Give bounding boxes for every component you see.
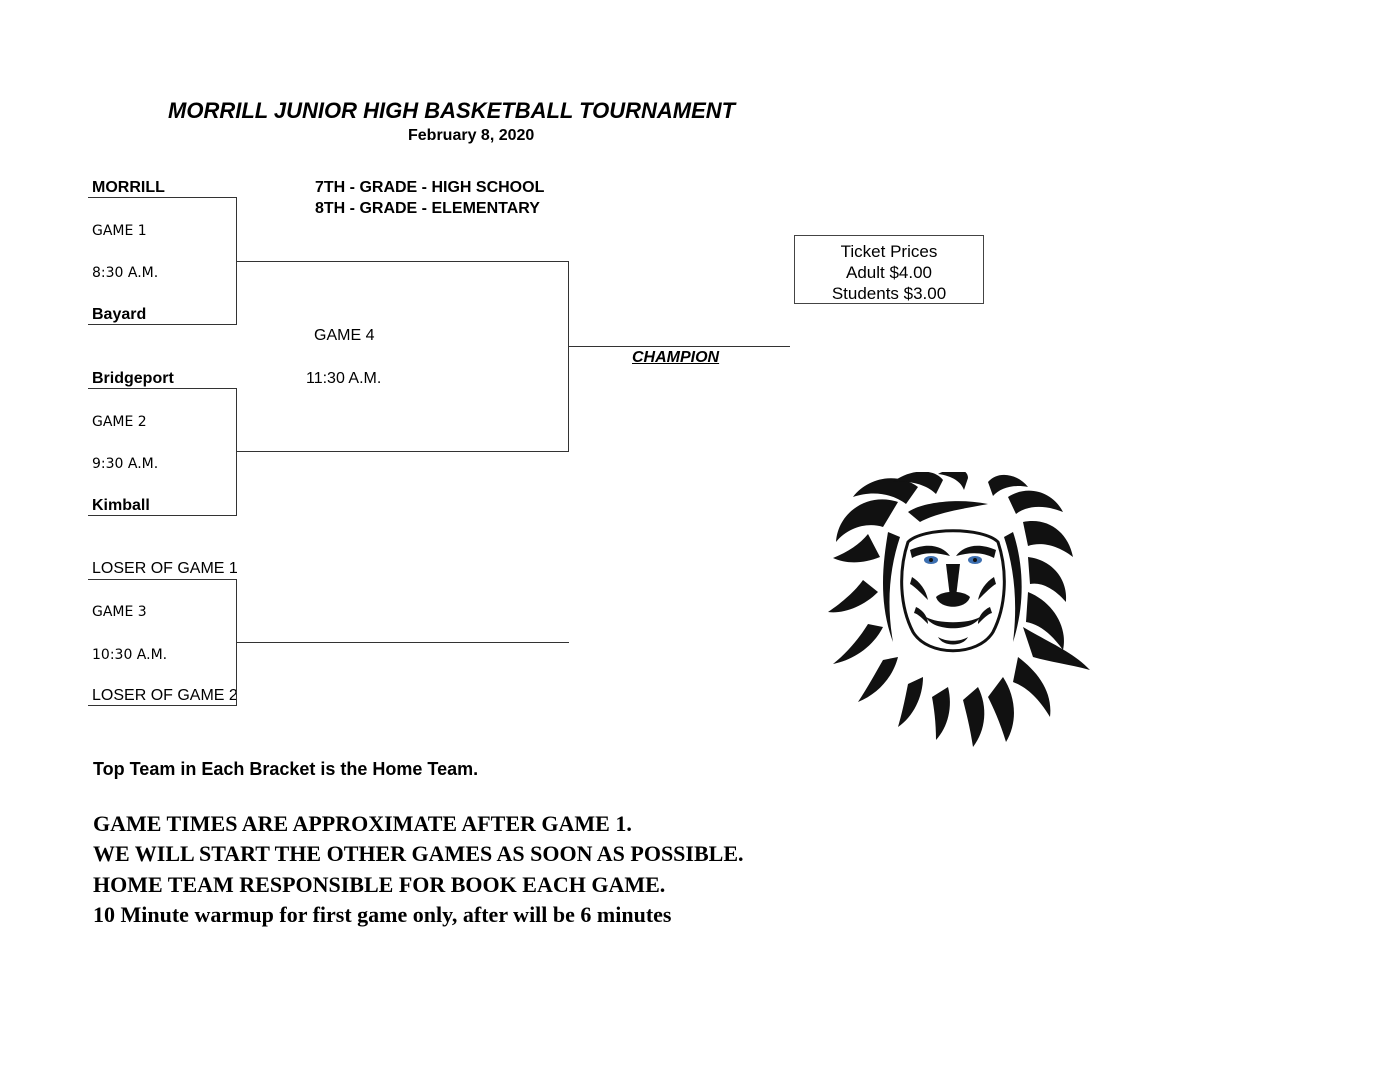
game1-bottom-line [88, 324, 237, 325]
game4-time: 11:30 A.M. [306, 370, 382, 387]
game4-connector [568, 261, 569, 452]
game1-top-line [88, 197, 237, 198]
legend-seventh-grade: 7TH - GRADE - HIGH SCHOOL [315, 179, 545, 196]
game3-bottom-line [88, 705, 237, 706]
game4-top-line [236, 261, 569, 262]
game3-label: GAME 3 [92, 604, 147, 620]
game2-label: GAME 2 [92, 414, 147, 430]
champion-line [568, 346, 790, 347]
rule-line-2: WE WILL START THE OTHER GAMES AS SOON AS… [93, 841, 744, 866]
game2-top-line [88, 388, 237, 389]
game3-top-team: LOSER OF GAME 1 [92, 560, 238, 577]
page-title: MORRILL JUNIOR HIGH BASKETBALL TOURNAMEN… [168, 98, 736, 123]
ticket-prices-box: Ticket Prices Adult $4.00 Students $3.00 [794, 235, 984, 304]
game4-label: GAME 4 [314, 327, 375, 344]
ticket-price-adult: Adult $4.00 [845, 263, 932, 282]
lion-head-icon [828, 472, 1090, 747]
ticket-prices-heading: Ticket Prices [840, 242, 938, 261]
tournament-date: February 8, 2020 [408, 127, 535, 144]
game4-bottom-line [236, 451, 569, 452]
game1-label: GAME 1 [92, 223, 147, 239]
game1-top-team: MORRILL [92, 179, 165, 196]
game2-bottom-team: Kimball [92, 497, 150, 514]
legend-eighth-grade: 8TH - GRADE - ELEMENTARY [315, 200, 540, 217]
home-team-note: Top Team in Each Bracket is the Home Tea… [93, 759, 479, 779]
rule-line-1: GAME TIMES ARE APPROXIMATE AFTER GAME 1. [93, 811, 632, 836]
champion-label: CHAMPION [632, 349, 720, 366]
game2-bottom-line [88, 515, 237, 516]
game3-top-line [88, 579, 237, 580]
game3-time: 10:30 A.M. [92, 647, 168, 663]
game1-bottom-team: Bayard [92, 306, 147, 323]
rule-line-4: 10 Minute warmup for first game only, af… [93, 902, 672, 927]
game3-winner-line [236, 642, 569, 643]
game1-time: 8:30 A.M. [92, 265, 159, 281]
game2-connector [236, 388, 237, 516]
game3-bottom-team: LOSER OF GAME 2 [92, 687, 238, 704]
rule-line-3: HOME TEAM RESPONSIBLE FOR BOOK EACH GAME… [93, 872, 666, 897]
game2-top-team: Bridgeport [92, 370, 174, 387]
game2-time: 9:30 A.M. [92, 456, 159, 472]
ticket-price-students: Students $3.00 [831, 284, 947, 303]
